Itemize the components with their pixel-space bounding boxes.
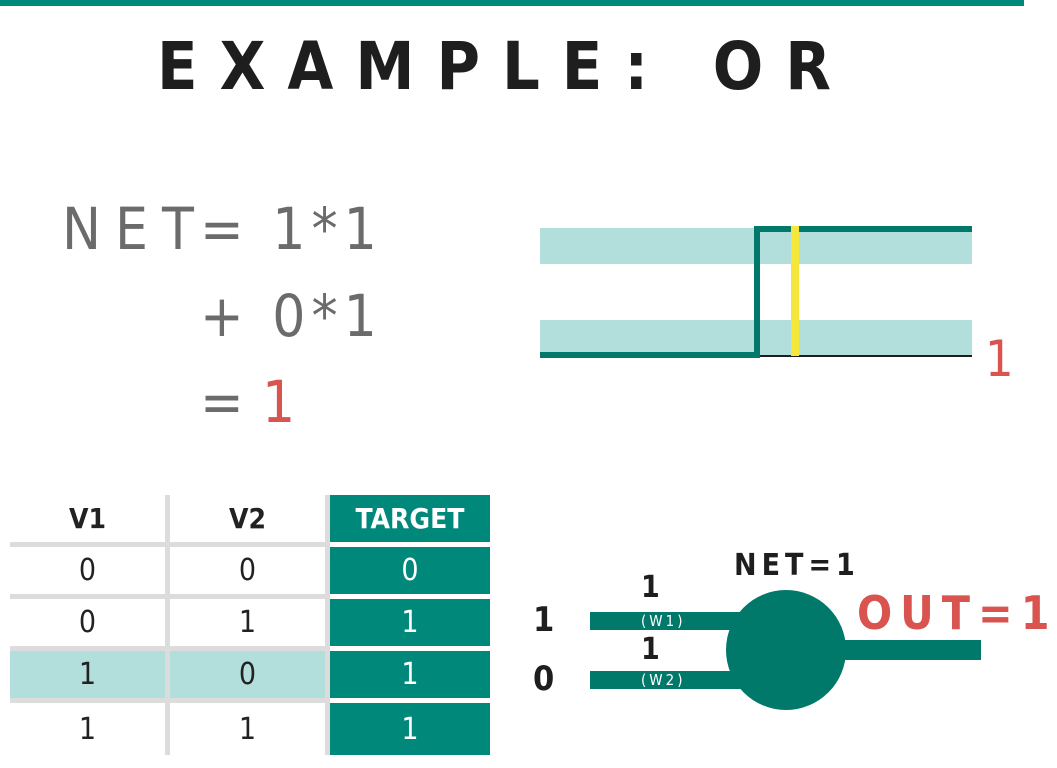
cell-v1: 1 bbox=[10, 651, 170, 703]
header-v1: V1 bbox=[10, 495, 170, 547]
input-value-2: 0 bbox=[533, 659, 555, 699]
neuron-out-label: OUT=1 bbox=[857, 586, 1057, 640]
neuron-node bbox=[726, 590, 846, 710]
header-target: TARGET bbox=[330, 495, 490, 547]
output-line bbox=[835, 640, 981, 660]
table-row-highlighted: 1 0 1 bbox=[10, 651, 490, 703]
input-line-1 bbox=[590, 612, 760, 630]
input-value-1: 1 bbox=[533, 600, 555, 640]
neuron-net-label: NET=1 bbox=[734, 548, 860, 583]
slide-title: EXAMPLE: OR bbox=[157, 28, 853, 105]
cell-v2: 1 bbox=[170, 599, 330, 651]
equation-line-1: = 1*1 bbox=[200, 195, 383, 263]
weight-value-1: 1 bbox=[641, 570, 660, 605]
truth-table-header: V1 V2 TARGET bbox=[10, 495, 490, 547]
cell-v2: 0 bbox=[170, 651, 330, 703]
cell-target: 1 bbox=[330, 599, 490, 651]
cell-v1: 0 bbox=[10, 599, 170, 651]
table-row: 1 1 1 bbox=[10, 703, 490, 755]
step-output-value: 1 bbox=[985, 330, 1014, 388]
cell-v2: 0 bbox=[170, 547, 330, 599]
diagram-graphics bbox=[540, 226, 981, 710]
truth-table: V1 V2 TARGET 0 0 0 0 1 1 1 0 1 1 1 1 bbox=[10, 495, 490, 755]
table-row: 0 1 1 bbox=[10, 599, 490, 651]
equation-result: 1 bbox=[262, 368, 302, 436]
cell-v1: 0 bbox=[10, 547, 170, 599]
input-line-2 bbox=[590, 671, 760, 689]
header-v2: V2 bbox=[170, 495, 330, 547]
net-label: NET bbox=[62, 195, 208, 263]
equation-equals: = bbox=[200, 368, 250, 436]
weight-tag-2: (W2) bbox=[641, 671, 686, 689]
cell-target: 1 bbox=[330, 703, 490, 755]
table-row: 0 0 0 bbox=[10, 547, 490, 599]
cell-target: 1 bbox=[330, 651, 490, 703]
cell-v2: 1 bbox=[170, 703, 330, 755]
top-accent-bar bbox=[0, 0, 1024, 6]
cell-target: 0 bbox=[330, 547, 490, 599]
equation-line-2: + 0*1 bbox=[200, 282, 383, 350]
weight-value-2: 1 bbox=[641, 632, 660, 667]
weight-tag-1: (W1) bbox=[641, 612, 686, 630]
cell-v1: 1 bbox=[10, 703, 170, 755]
step-function-line bbox=[540, 226, 972, 358]
